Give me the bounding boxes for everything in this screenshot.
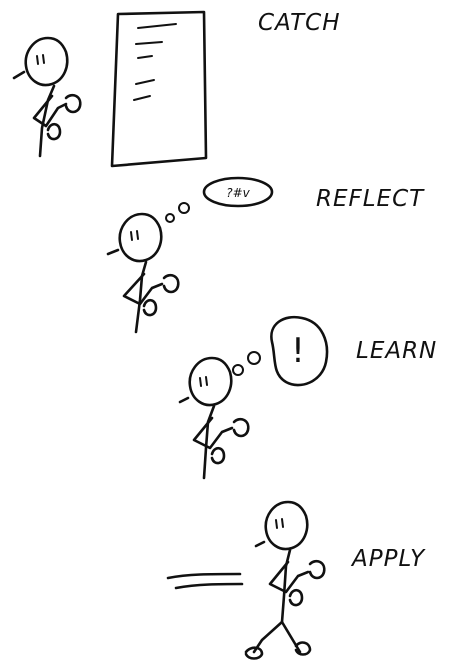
thought-text-reflect: ?#v xyxy=(226,186,250,200)
figure-body xyxy=(282,550,290,622)
figure-head xyxy=(120,214,161,261)
stick-figure-apply xyxy=(246,502,324,659)
thought-dots xyxy=(166,203,189,222)
figure-eyes xyxy=(200,377,207,386)
figure-eyes xyxy=(131,231,138,240)
figure-arm xyxy=(194,418,232,448)
figure-head xyxy=(266,502,307,549)
figure-head xyxy=(26,38,67,85)
motion-lines xyxy=(168,574,242,588)
figure-neck-left xyxy=(180,398,188,402)
figure-fist xyxy=(164,275,178,292)
document-page xyxy=(112,12,206,166)
thought-dots xyxy=(233,352,260,375)
figure-head xyxy=(190,358,231,405)
figure-arm xyxy=(270,562,308,592)
step-label-reflect: REFLECT xyxy=(316,186,425,212)
figure-eyes xyxy=(37,55,44,64)
step-apply: APPLY xyxy=(168,502,426,659)
stick-figure-reflect xyxy=(108,214,178,332)
step-label-learn: LEARN xyxy=(356,338,437,364)
figure-hand xyxy=(144,300,156,315)
document-lines xyxy=(134,24,176,100)
figure-hand xyxy=(212,448,224,463)
step-label-catch: CATCH xyxy=(258,10,341,36)
figure-fist xyxy=(310,561,324,578)
figure-hand xyxy=(48,124,60,139)
step-catch: CATCH xyxy=(14,10,341,166)
figure-hand xyxy=(290,590,302,605)
figure-arm xyxy=(34,96,66,126)
figure-neck-left xyxy=(256,542,264,546)
figure-eyes xyxy=(276,519,283,528)
figure-neck-left xyxy=(14,72,24,78)
stick-figure-catch xyxy=(14,38,80,156)
figure-fist xyxy=(66,95,80,112)
figure-leg-front xyxy=(282,622,300,652)
thought-text-learn: ! xyxy=(291,331,305,371)
stick-figure-learn xyxy=(180,358,248,478)
step-reflect: ?#v REFLECT xyxy=(108,178,425,332)
figure-fist xyxy=(234,419,248,436)
figure-neck-left xyxy=(108,250,118,254)
step-learn: ! LEARN xyxy=(180,317,437,478)
step-label-apply: APPLY xyxy=(350,546,426,572)
